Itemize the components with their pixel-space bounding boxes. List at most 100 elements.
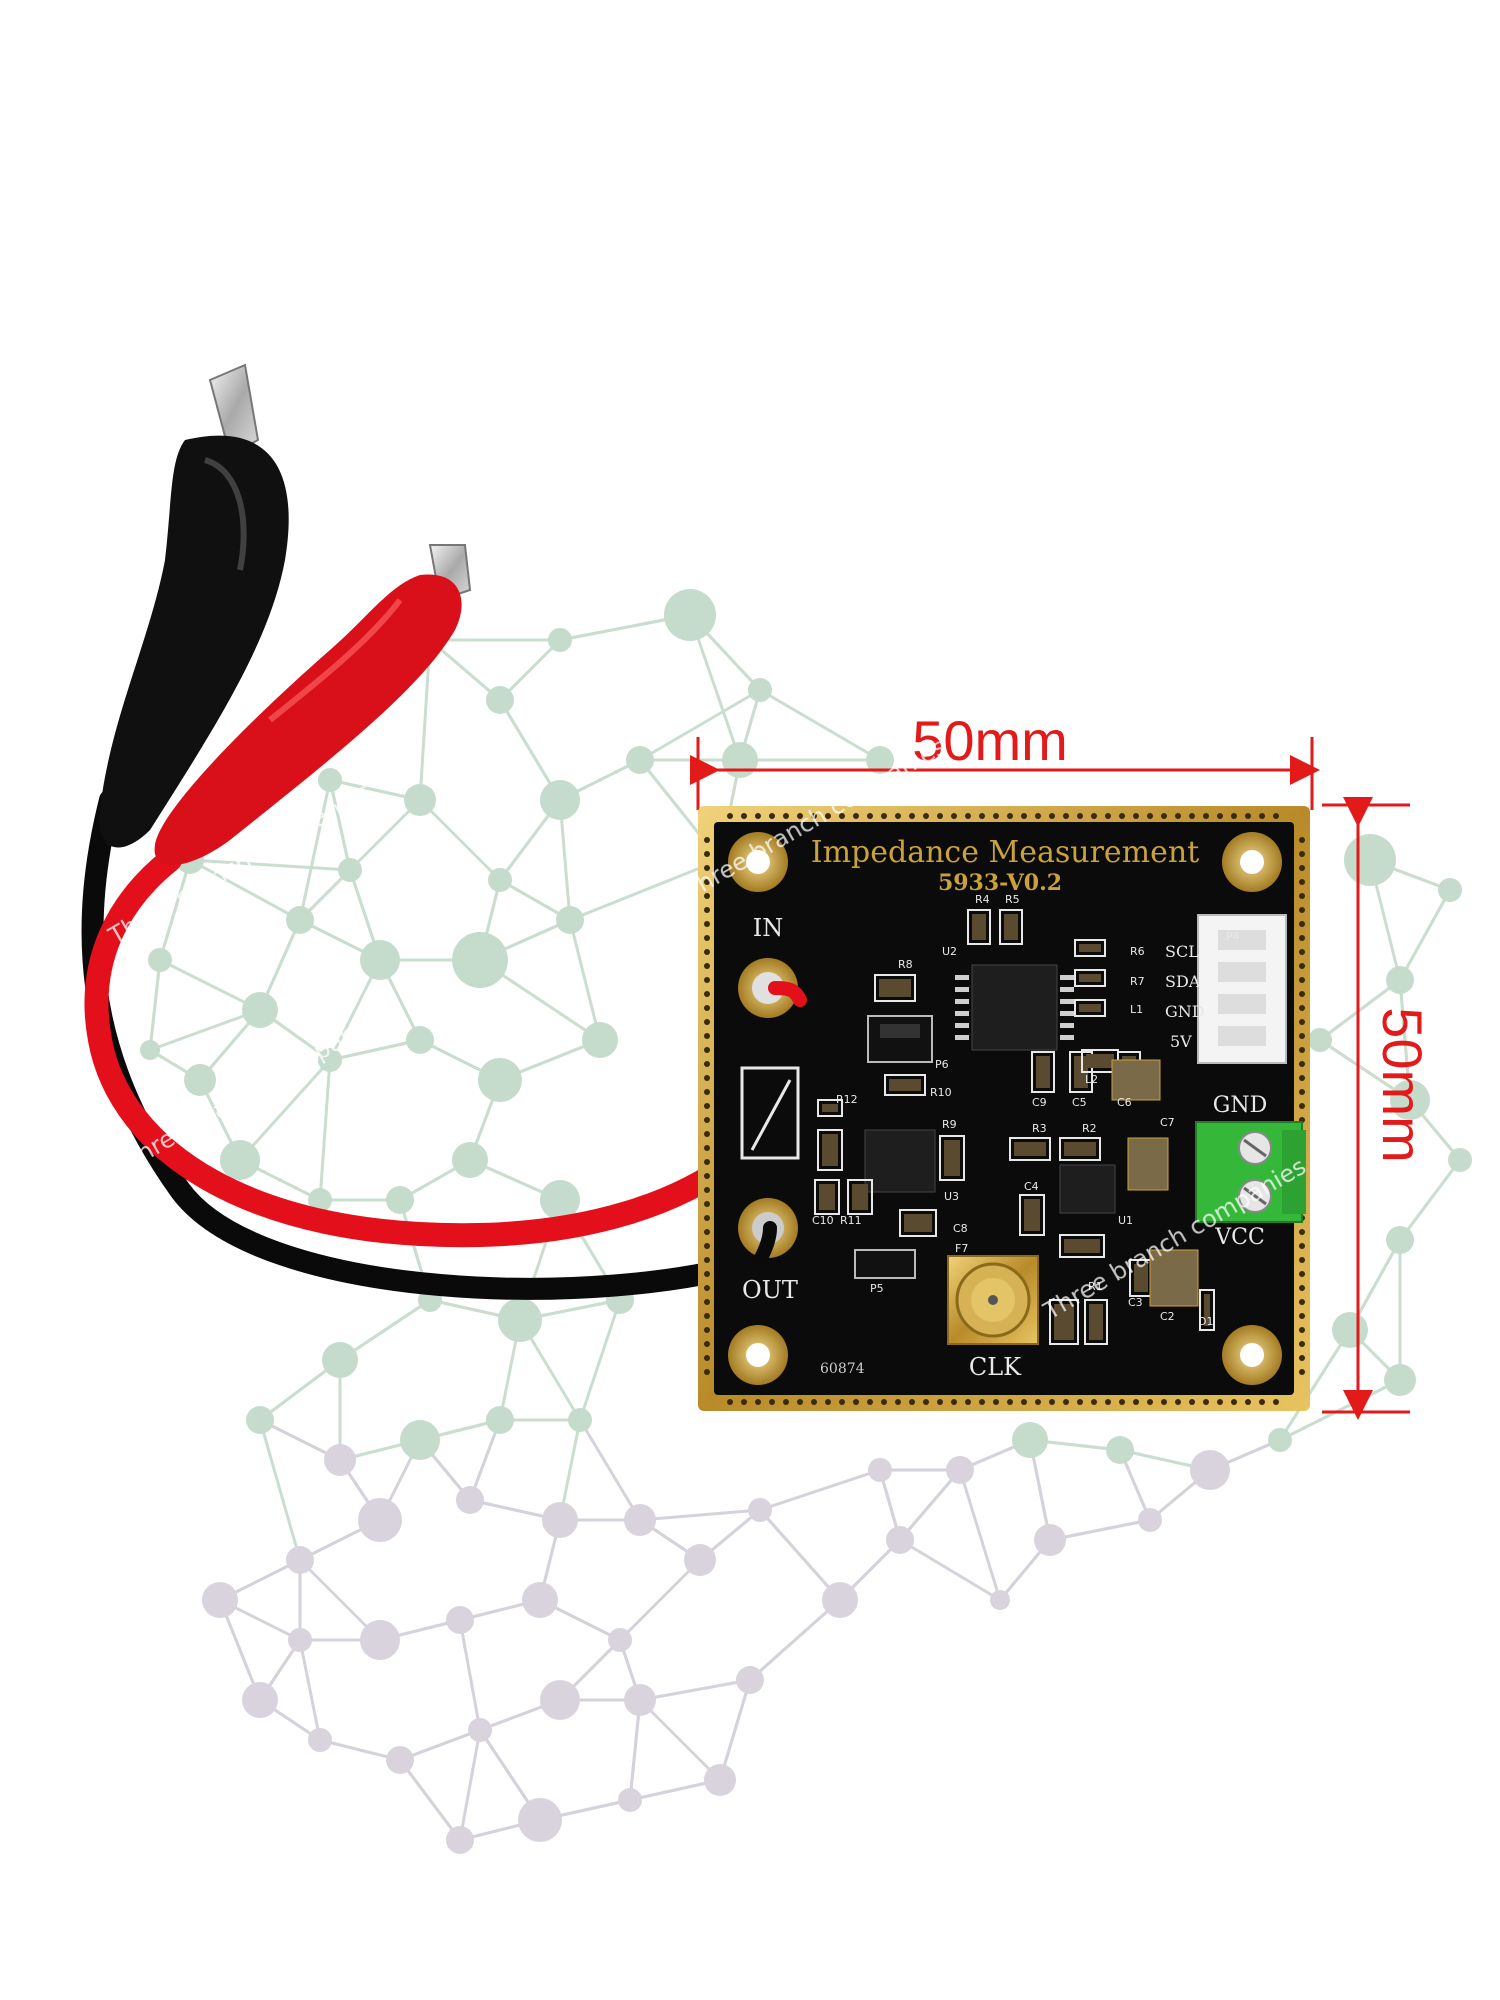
via bbox=[704, 837, 710, 843]
refdes-label: D1 bbox=[1198, 1315, 1213, 1328]
network-node bbox=[488, 868, 512, 892]
smd-part bbox=[1014, 1142, 1046, 1156]
via bbox=[1299, 837, 1305, 843]
smd-part bbox=[1079, 974, 1101, 982]
via bbox=[1063, 1399, 1069, 1405]
via bbox=[867, 1399, 873, 1405]
via bbox=[1299, 1089, 1305, 1095]
network-node bbox=[946, 1456, 974, 1484]
smd-outline bbox=[1074, 999, 1106, 1017]
via bbox=[704, 879, 710, 885]
network-node bbox=[540, 780, 580, 820]
via bbox=[704, 1075, 710, 1081]
via bbox=[1231, 1399, 1237, 1405]
network-link bbox=[758, 1509, 842, 1601]
via bbox=[1161, 813, 1167, 819]
via bbox=[704, 1033, 710, 1039]
network-node bbox=[386, 1186, 414, 1214]
smd-part bbox=[852, 1184, 868, 1210]
via bbox=[1259, 813, 1265, 819]
refdes-label: L1 bbox=[1130, 1003, 1143, 1016]
network-node bbox=[664, 589, 716, 641]
via bbox=[965, 1399, 971, 1405]
via bbox=[993, 813, 999, 819]
via bbox=[1299, 963, 1305, 969]
via bbox=[704, 1341, 710, 1347]
network-node bbox=[1308, 1028, 1332, 1052]
board-title: Impedance Measurement bbox=[811, 835, 1200, 870]
network-node bbox=[1386, 966, 1414, 994]
network-link bbox=[458, 1619, 482, 1731]
refdes-label: L2 bbox=[1085, 1073, 1098, 1086]
via bbox=[881, 1399, 887, 1405]
via bbox=[704, 1215, 710, 1221]
network-node bbox=[148, 948, 172, 972]
ic-chip-u2 bbox=[955, 964, 1074, 1051]
via bbox=[1203, 1399, 1209, 1405]
via bbox=[1299, 1313, 1305, 1319]
network-node bbox=[242, 992, 278, 1028]
via bbox=[1049, 813, 1055, 819]
network-node bbox=[684, 1544, 716, 1576]
refdes-label: C7 bbox=[1160, 1116, 1175, 1129]
via bbox=[1049, 1399, 1055, 1405]
smd-part bbox=[1024, 1199, 1040, 1231]
network-node bbox=[990, 1590, 1010, 1610]
via bbox=[1299, 1019, 1305, 1025]
via bbox=[895, 813, 901, 819]
refdes-label: R6 bbox=[1130, 945, 1145, 958]
network-link bbox=[639, 688, 761, 762]
inductor-c7 bbox=[1111, 1059, 1161, 1101]
red-wire-end bbox=[768, 981, 807, 1007]
network-node bbox=[624, 1504, 656, 1536]
via bbox=[1175, 813, 1181, 819]
via bbox=[1007, 813, 1013, 819]
via bbox=[1299, 1005, 1305, 1011]
via bbox=[1299, 977, 1305, 983]
smd-outline bbox=[1019, 1194, 1045, 1236]
network-node bbox=[360, 1620, 400, 1660]
network-background bbox=[140, 589, 1472, 1854]
clk-label: CLK bbox=[969, 1353, 1022, 1381]
via bbox=[1189, 813, 1195, 819]
edge-vias bbox=[704, 813, 1305, 1405]
via bbox=[951, 813, 957, 819]
vcc-label: VCC bbox=[1214, 1225, 1265, 1250]
network-node bbox=[618, 1788, 642, 1812]
via bbox=[1175, 1399, 1181, 1405]
network-node bbox=[1012, 1422, 1048, 1458]
network-node bbox=[1332, 1312, 1368, 1348]
via bbox=[1217, 813, 1223, 819]
network-link bbox=[638, 1698, 722, 1782]
jumper-p5 bbox=[854, 1249, 916, 1279]
refdes-label: R3 bbox=[1032, 1122, 1047, 1135]
refdes-label: R7 bbox=[1130, 975, 1145, 988]
via bbox=[704, 1089, 710, 1095]
network-link bbox=[468, 1419, 502, 1501]
mounting-hole bbox=[728, 832, 1282, 1385]
gnd-header-label: GND bbox=[1165, 1002, 1205, 1021]
via bbox=[1105, 813, 1111, 819]
network-link bbox=[429, 638, 501, 702]
network-node bbox=[242, 1682, 278, 1718]
refdes-label: C10 bbox=[812, 1214, 834, 1227]
via bbox=[1299, 1075, 1305, 1081]
via bbox=[704, 1285, 710, 1291]
via bbox=[704, 1299, 710, 1305]
network-link bbox=[418, 639, 432, 801]
network-node bbox=[478, 1058, 522, 1102]
width-dimension: 50mm bbox=[690, 709, 1320, 810]
via bbox=[1299, 1033, 1305, 1039]
via bbox=[1299, 991, 1305, 997]
network-link bbox=[898, 1469, 962, 1541]
refdes-label: P6 bbox=[935, 1058, 949, 1071]
network-node bbox=[288, 1628, 312, 1652]
network-node bbox=[184, 1064, 216, 1096]
network-link bbox=[568, 919, 602, 1041]
via bbox=[704, 977, 710, 983]
via bbox=[1299, 907, 1305, 913]
network-node bbox=[400, 1420, 440, 1460]
gnd-label: GND bbox=[1213, 1093, 1267, 1118]
via bbox=[769, 1399, 775, 1405]
